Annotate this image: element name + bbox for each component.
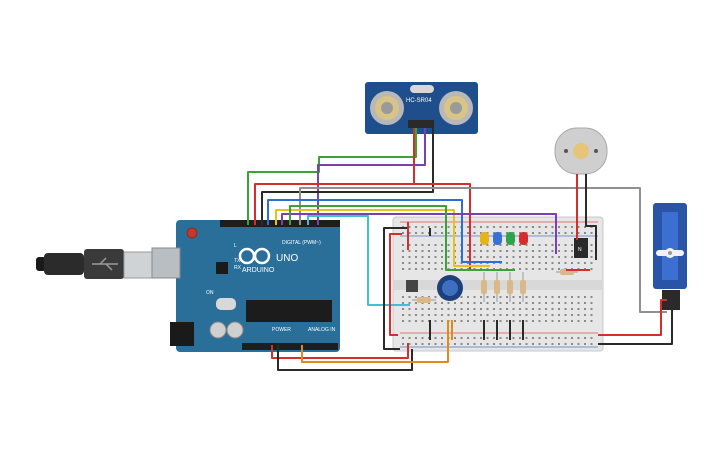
resistor-group	[412, 269, 578, 303]
crystal-icon	[410, 85, 434, 93]
arduino-model: UNO	[276, 253, 298, 264]
resistor-icon	[520, 280, 526, 294]
transistor-label: N	[578, 247, 582, 253]
capacitor-icon	[226, 321, 244, 339]
resistor-icon	[507, 280, 513, 294]
led-yellow-icon	[480, 232, 489, 245]
wires	[247, 128, 673, 371]
servo-horn-icon	[656, 248, 684, 258]
arduino-brand: ARDUINO	[242, 267, 275, 274]
motor-shaft-icon	[573, 143, 589, 159]
wire-purple	[281, 213, 557, 254]
resistor-icon	[417, 297, 431, 303]
wire-yellow	[275, 209, 490, 267]
wire-orange	[301, 320, 449, 363]
usb-icon	[92, 257, 118, 271]
wire-red	[255, 183, 471, 270]
push-button[interactable]	[406, 280, 418, 292]
led-red-icon	[519, 232, 528, 245]
capacitor-icon	[209, 321, 227, 339]
potentiometer[interactable]	[437, 275, 463, 301]
resistor-icon	[494, 280, 500, 294]
dc-motor[interactable]	[554, 127, 608, 175]
atmega-chip	[246, 300, 332, 322]
transducer-right-icon	[439, 91, 473, 125]
rx-led-label: RX	[234, 265, 242, 271]
usb-cable[interactable]	[36, 249, 161, 279]
tx-led-label: TX	[234, 258, 241, 264]
breadboard-holes[interactable]	[402, 226, 593, 345]
wire-purple	[317, 128, 426, 225]
servo-motor[interactable]	[653, 203, 687, 310]
led-blue-icon	[493, 232, 502, 245]
transistor[interactable]: N	[574, 238, 588, 258]
arduino-logo-icon	[238, 247, 271, 265]
wire-cyan	[307, 215, 410, 306]
resistor-icon	[481, 280, 487, 294]
digital-header-label: DIGITAL (PWM~)	[282, 240, 321, 246]
l-led-label: L	[234, 243, 237, 249]
ultrasonic-sensor[interactable]: HC-SR04	[365, 82, 478, 134]
wire-black	[261, 128, 434, 225]
led-row	[480, 232, 528, 245]
on-led-label: ON	[206, 290, 214, 296]
breadboard-jumpers	[429, 320, 524, 340]
wire-red	[271, 343, 409, 359]
analog-header-label: ANALOG IN	[308, 327, 336, 333]
power-header-label: POWER	[272, 327, 291, 333]
wire-blue	[267, 199, 502, 263]
wire-black	[598, 306, 673, 345]
wire-black	[277, 345, 413, 371]
wire-red	[598, 299, 667, 336]
sensor-label: HC-SR04	[406, 98, 432, 104]
wire-green	[289, 205, 515, 271]
wire-black	[383, 227, 408, 350]
led-green-icon	[506, 232, 515, 245]
reset-button[interactable]	[186, 227, 198, 239]
transducer-left-icon	[370, 91, 404, 125]
wire-black	[585, 174, 597, 260]
wire-red	[389, 233, 402, 336]
arduino-uno-board[interactable]: UNO ARDUINO DIGITAL (PWM~) POWER ANALOG …	[151, 220, 340, 352]
